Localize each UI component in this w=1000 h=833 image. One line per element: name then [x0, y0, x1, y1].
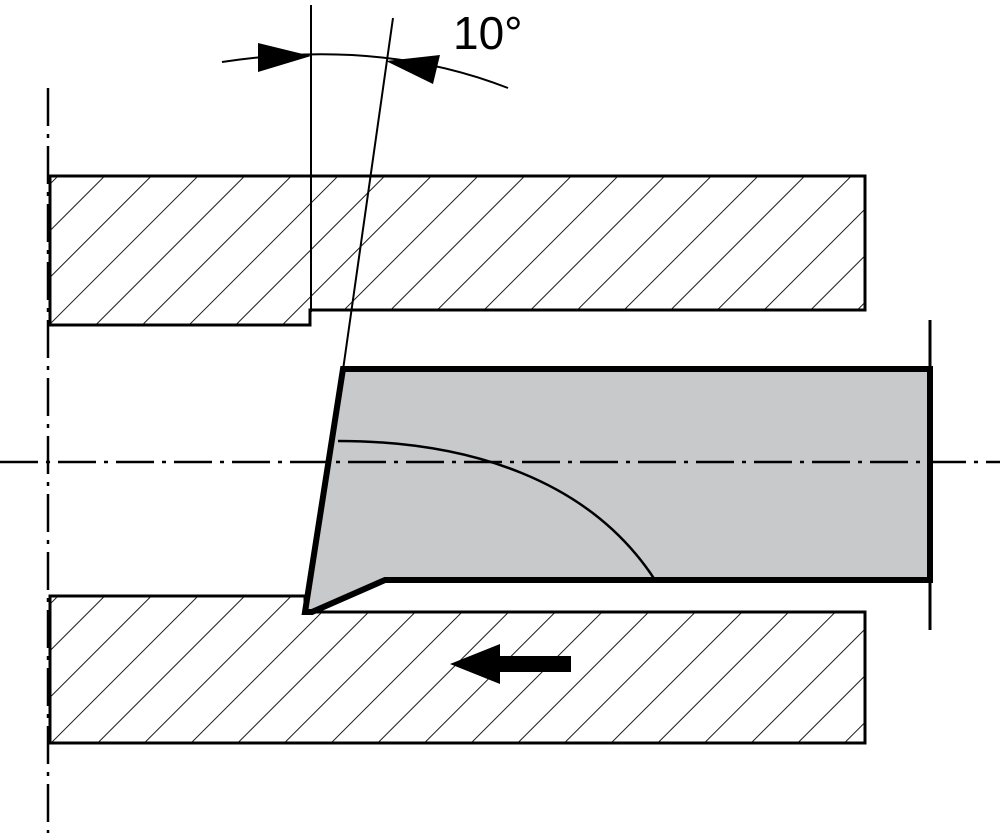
boring-tool	[301, 320, 933, 630]
angle-arrow-left-icon	[258, 43, 311, 72]
angle-label: 10°	[453, 7, 523, 59]
feed-direction-arrow-icon	[450, 644, 571, 684]
workpiece-bottom-section	[48, 594, 867, 745]
workpiece-top-hatch	[48, 174, 867, 327]
workpiece-top-section	[48, 174, 867, 327]
workpiece-bottom-hatch	[48, 594, 867, 745]
angled-reference-line	[342, 17, 394, 371]
angle-arrow-right-icon	[386, 55, 440, 84]
tool-chip-curve	[337, 439, 657, 581]
tool-body	[301, 366, 933, 615]
